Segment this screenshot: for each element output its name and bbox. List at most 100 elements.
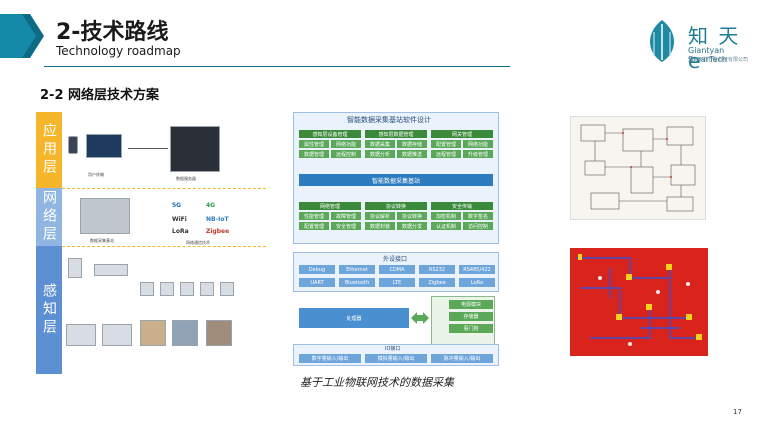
logo-name: 知 天 e xyxy=(688,24,741,73)
label-4g: 4G xyxy=(206,202,216,209)
circuit-schematic-image xyxy=(570,116,706,220)
caption-user-terminal: 用户终端 xyxy=(88,172,104,177)
group-item: 数字签名 xyxy=(463,212,493,220)
section-title: 2-2 网络层技术方案 xyxy=(40,88,160,103)
io-item: 脉冲量输入/输出 xyxy=(431,354,493,363)
gateway-device-image xyxy=(80,198,130,234)
machine-image xyxy=(172,320,198,346)
logo-leaf-icon xyxy=(650,20,674,62)
peripheral-item: Zigbee xyxy=(419,278,455,287)
phone-image xyxy=(68,136,78,154)
center-bar: 智能数据采集基站 xyxy=(299,174,493,186)
sensor-device xyxy=(68,258,82,278)
group-item: 数据推送 xyxy=(397,150,427,158)
machine-image xyxy=(102,324,132,346)
server-rack-image xyxy=(170,126,220,172)
layer-network: 网络层 xyxy=(36,188,62,246)
peripheral-item: UART xyxy=(299,278,335,287)
group-item: 数据存储 xyxy=(397,140,427,148)
group-item: 加密机制 xyxy=(431,212,461,220)
group-item: 升级管理 xyxy=(463,150,493,158)
group-item: 配置管理 xyxy=(431,140,461,148)
io-title: IO接口 xyxy=(385,346,401,352)
label-zigbee: Zigbee xyxy=(206,228,230,235)
group-item: 故障管理 xyxy=(331,212,361,220)
pcb-layout-image xyxy=(570,248,708,356)
machine-image xyxy=(66,324,96,346)
group-item: 属性管理 xyxy=(299,140,329,148)
monitor-image xyxy=(86,134,122,158)
group-item: 安全管理 xyxy=(331,222,361,230)
caption-data-server: 数据服务器 xyxy=(176,176,196,181)
software-design-title: 智能数据采集基站软件设计 xyxy=(347,116,431,124)
meter-device xyxy=(160,282,174,296)
caption-base-station: 数据采集基站 xyxy=(90,238,114,243)
peripheral-item: RS485/422 xyxy=(459,265,495,274)
meter-device xyxy=(220,282,234,296)
meter-device xyxy=(180,282,194,296)
label-wifi: WiFi xyxy=(172,216,187,223)
group-item: 数据分析 xyxy=(365,150,395,158)
group-item: 访问控制 xyxy=(463,222,493,230)
group-title: 网关管理 xyxy=(431,130,493,138)
layer-divider xyxy=(62,188,266,189)
group-title: 感知层数据管理 xyxy=(365,130,427,138)
group-item: 远程管理 xyxy=(431,150,461,158)
io-item: 数字量输入/输出 xyxy=(299,354,361,363)
double-arrow-icon xyxy=(411,312,429,324)
group-item: 协议转换 xyxy=(397,212,427,220)
machine-image xyxy=(140,320,166,346)
group-item: 数据封装 xyxy=(365,222,395,230)
processor-block: 处理器 xyxy=(299,308,409,328)
label-nbiot: NB-IoT xyxy=(206,216,229,223)
side-item: 看门狗 xyxy=(449,324,493,333)
group-item: 网络功能 xyxy=(463,140,493,148)
layer-divider xyxy=(62,246,266,247)
group-item: 认证机制 xyxy=(431,222,461,230)
group-title: 网络管理 xyxy=(299,202,361,210)
peripheral-item: RS232 xyxy=(419,265,455,274)
peripheral-item: Ethernet xyxy=(339,265,375,274)
layer-perception: 感知层 xyxy=(36,246,62,374)
page-title: 2-技术路线 xyxy=(56,20,169,45)
label-lora: LoRa xyxy=(172,228,189,235)
meter-device xyxy=(200,282,214,296)
machine-image xyxy=(206,320,232,346)
group-title: 协议转换 xyxy=(365,202,427,210)
group-item: 协议解析 xyxy=(365,212,395,220)
peripheral-item: CDMA xyxy=(379,265,415,274)
peripheral-item: Debug xyxy=(299,265,335,274)
group-title: 感知层设备管理 xyxy=(299,130,361,138)
iot-layer-diagram: 应用层 网络层 感知层 用户终端 数据服务器 数据采集基站 5G 4G WiFi… xyxy=(36,112,266,374)
io-item: 模拟量输入/输出 xyxy=(365,354,427,363)
caption-network-tech: 网络通信技术 xyxy=(186,240,210,245)
group-item: 数据分发 xyxy=(397,222,427,230)
peripheral-item: Bluetooth xyxy=(339,278,375,287)
group-item: 配置管理 xyxy=(299,222,329,230)
schematic-drawing xyxy=(580,124,696,212)
peripheral-item: LTE xyxy=(379,278,415,287)
header-divider xyxy=(44,66,510,67)
side-item: 电源模块 xyxy=(449,300,493,309)
logo-company: 苏州天然智能科技有限公司 xyxy=(688,57,749,63)
page-number: 17 xyxy=(733,408,742,416)
group-item: 远程控制 xyxy=(331,150,361,158)
base-station-design-diagram: 智能数据采集基站软件设计 感知层设备管理 属性管理 网络功能 数据管理 远程控制… xyxy=(293,112,499,366)
figure-caption: 基于工业物联网技术的数据采集 xyxy=(300,376,454,389)
layer-application: 应用层 xyxy=(36,112,62,188)
meter-device xyxy=(140,282,154,296)
peripheral-item: LoRa xyxy=(459,278,495,287)
link-line xyxy=(128,148,168,149)
group-title: 安全传输 xyxy=(431,202,493,210)
side-item: 存储器 xyxy=(449,312,493,321)
label-5g: 5G xyxy=(172,202,182,209)
group-item: 数据管理 xyxy=(299,150,329,158)
pcb-traces xyxy=(576,254,702,346)
sensor-device xyxy=(94,264,128,276)
page-subtitle: Technology roadmap xyxy=(56,44,181,58)
group-item: 性能管理 xyxy=(299,212,329,220)
group-item: 数据采集 xyxy=(365,140,395,148)
header-arrow-icon xyxy=(0,14,44,58)
logo-english: Giantyan SmarTech xyxy=(688,46,727,64)
peripheral-title: 外设接口 xyxy=(383,256,408,263)
